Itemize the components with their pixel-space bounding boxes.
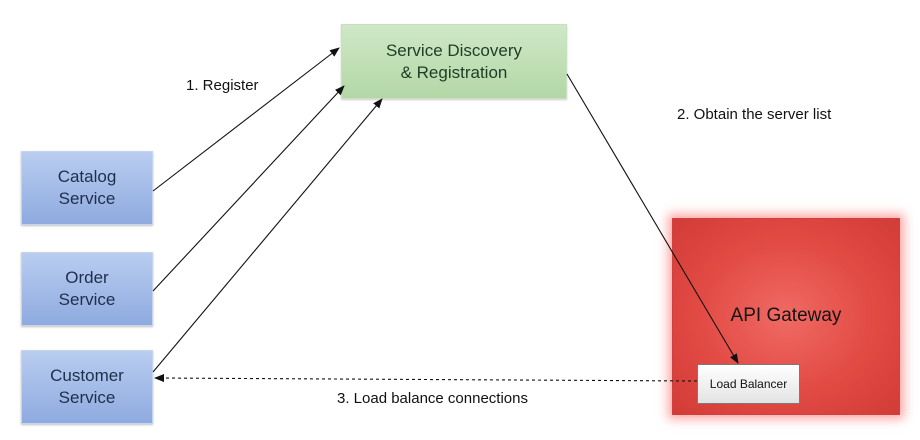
obtain-list-arrow [566,73,739,364]
order-service-node: Order Service [21,252,153,326]
load-balancer-node: Load Balancer [697,364,800,404]
api-gateway-title: API Gateway [730,305,842,326]
catalog-service-node: Catalog Service [21,151,153,225]
register-label: 1. Register [186,77,259,94]
load-balance-label: 3. Load balance connections [337,390,528,407]
register-arrow-customer [152,98,383,373]
obtain-server-list-label: 2. Obtain the server list [677,106,832,123]
load-balance-arrow [154,374,698,383]
register-arrow-catalog [152,47,340,192]
register-arrow-order [152,85,345,292]
customer-service-node: Customer Service [21,350,153,424]
service-discovery-node: Service Discovery & Registration [341,24,567,99]
